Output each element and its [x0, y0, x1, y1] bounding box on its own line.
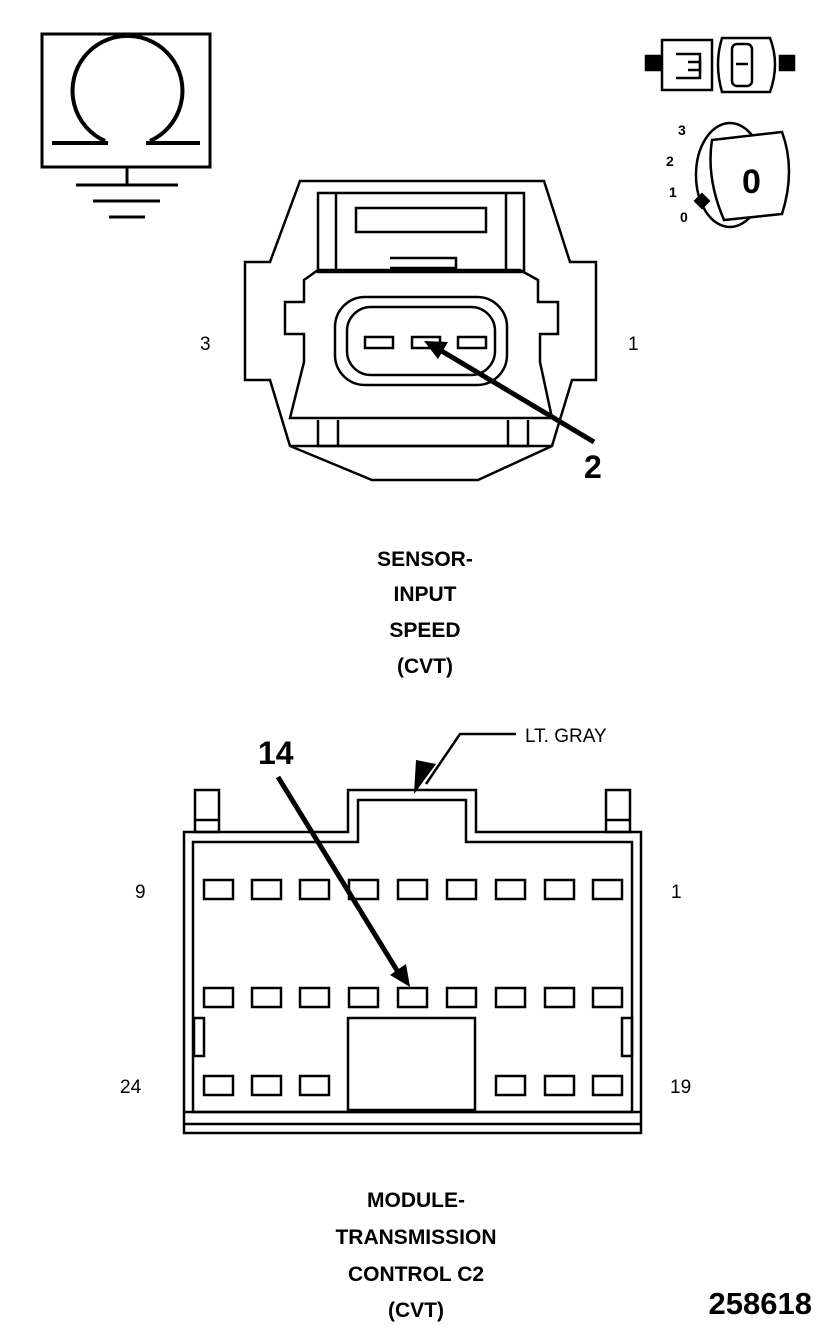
- module-pin-cavity: [445, 878, 478, 901]
- svg-text:SENSOR-: SENSOR-: [377, 548, 473, 571]
- ignition-position-2: 2: [666, 153, 674, 169]
- module-pin-cavity: [202, 1074, 235, 1097]
- figure-id: 258618: [709, 1286, 812, 1321]
- module-pin-cavity: [494, 878, 527, 901]
- module-color-label: LT. GRAY: [525, 726, 607, 747]
- key-position-marker: [693, 192, 711, 210]
- ignition-position-0: 0: [680, 209, 688, 225]
- module-pin-cavity: [298, 1074, 331, 1097]
- module-pin-cavity: [347, 986, 380, 1009]
- module-pin-label-top-left: 9: [135, 882, 146, 903]
- module-pin-cavity: [591, 878, 624, 901]
- module-pin-cavity: [250, 878, 283, 901]
- module-connector-housing: [182, 788, 643, 1135]
- sensor-pin-label-right: 1: [628, 334, 639, 355]
- sensor-connector: [243, 179, 598, 482]
- ignition-key-icon: 3 2 1 0 0: [666, 121, 791, 229]
- ohm-ground-icon: [40, 32, 212, 219]
- sensor-pin-cavity: [333, 295, 509, 387]
- module-connector-inner: [191, 798, 634, 1114]
- svg-text:(CVT): (CVT): [397, 655, 453, 678]
- module-callout-label: 14: [258, 735, 294, 771]
- module-connector: [182, 788, 643, 1135]
- module-pin-cavity: [396, 878, 429, 901]
- svg-text:TRANSMISSION: TRANSMISSION: [335, 1226, 496, 1249]
- sensor-title: SENSOR- INPUT SPEED (CVT): [377, 548, 473, 678]
- sensor-callout-label: 2: [584, 449, 602, 485]
- module-pin-cavity: [591, 1074, 624, 1097]
- module-pin-cavity: [202, 986, 235, 1009]
- connector-pair-icon: [644, 36, 796, 94]
- module-keyway: [346, 1016, 477, 1112]
- module-pin-cavity: [298, 986, 331, 1009]
- module-pin-cavity: [494, 986, 527, 1009]
- module-pin-label-top-right: 1: [671, 882, 682, 903]
- sensor-pin-1: [456, 335, 488, 350]
- sensor-connector-housing: [243, 179, 598, 482]
- module-color-callout: [414, 732, 516, 794]
- module-pin-cavity: [396, 986, 429, 1009]
- svg-text:CONTROL C2: CONTROL C2: [348, 1263, 484, 1286]
- module-pin-grid: [202, 878, 624, 1097]
- module-callout-arrow: [275, 775, 410, 987]
- module-pin-cavity: [445, 986, 478, 1009]
- ignition-position-3: 3: [678, 122, 686, 138]
- svg-text:(CVT): (CVT): [388, 1299, 444, 1322]
- module-pin-cavity: [543, 878, 576, 901]
- svg-text:MODULE-: MODULE-: [367, 1189, 465, 1212]
- module-pin-label-bottom-right: 19: [670, 1077, 691, 1098]
- module-pin-cavity: [250, 986, 283, 1009]
- sensor-pin-3: [363, 335, 395, 350]
- sensor-latch: [316, 191, 526, 274]
- module-pin-cavity: [250, 1074, 283, 1097]
- svg-text:INPUT: INPUT: [394, 583, 457, 606]
- module-pin-cavity: [494, 1074, 527, 1097]
- module-pin-cavity: [543, 986, 576, 1009]
- module-pin-cavity: [543, 1074, 576, 1097]
- module-pin-label-bottom-left: 24: [120, 1077, 142, 1098]
- ignition-position-1: 1: [669, 184, 677, 200]
- module-pin-cavity: [298, 878, 331, 901]
- module-title: MODULE- TRANSMISSION CONTROL C2 (CVT): [335, 1189, 496, 1322]
- module-pin-cavity: [202, 878, 235, 901]
- sensor-pin-label-left: 3: [200, 334, 211, 355]
- sensor-callout-arrow: [424, 341, 596, 445]
- svg-text:SPEED: SPEED: [389, 619, 460, 642]
- module-pin-cavity: [591, 986, 624, 1009]
- ignition-key-label: 0: [742, 163, 761, 201]
